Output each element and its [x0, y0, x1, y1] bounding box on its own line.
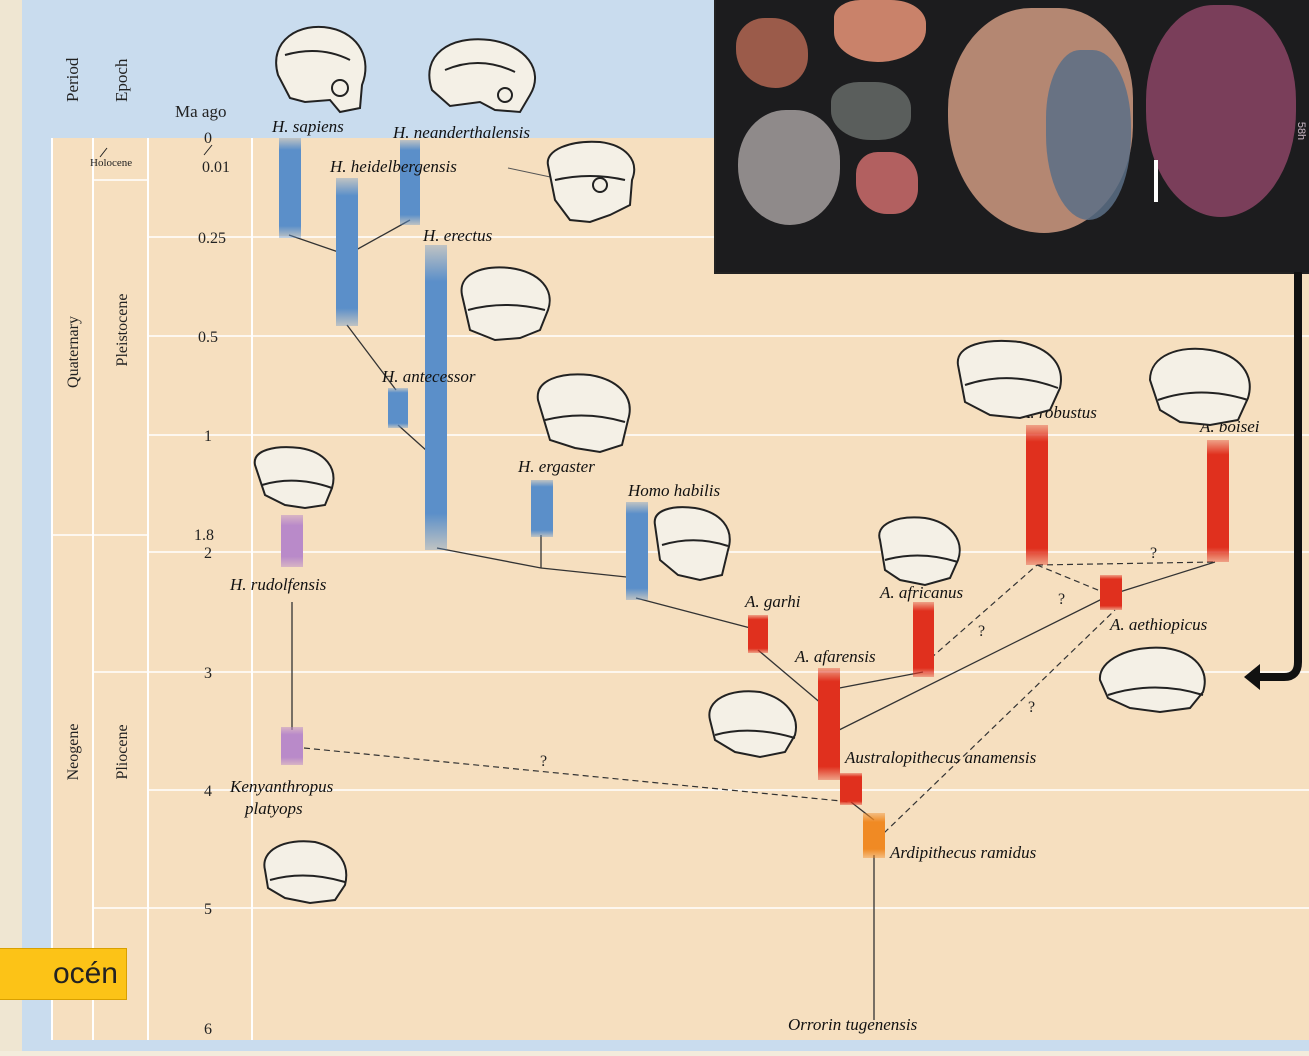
- question-mark: ?: [978, 623, 985, 640]
- label-neanderthalensis: H. neanderthalensis: [392, 123, 530, 142]
- hominin-phylogeny-diagram: Period Epoch Ma ago Quaternary Neogene H…: [51, 25, 1309, 1040]
- label-platyops: platyops: [244, 799, 303, 818]
- epoch-highlight-label: océn: [0, 948, 127, 1000]
- range-bar-afarensis: [818, 668, 840, 780]
- epoch-pliocene: Pliocene: [114, 724, 131, 779]
- label-erectus: H. erectus: [422, 226, 493, 245]
- range-bar-neanderthalensis: [400, 140, 420, 225]
- range-bar-boisei: [1207, 440, 1229, 562]
- time-axis: 0 0.01 0.25 0.5 1 1.8 2 3 4 5 6: [194, 130, 230, 1038]
- tick-label: 1.8: [194, 527, 214, 544]
- epoch-holocene: Holocene: [90, 157, 132, 169]
- skull-icon-afarensis: [708, 690, 797, 759]
- stone-tool: 58h: [1146, 5, 1307, 217]
- skull-icon-rudolfensis: [253, 446, 335, 510]
- label-garhi: A. garhi: [744, 592, 801, 611]
- label-habilis: Homo habilis: [627, 481, 720, 500]
- question-mark: ?: [540, 753, 547, 770]
- range-bar-ramidus: [863, 813, 885, 858]
- label-heidelbergensis: H. heidelbergensis: [329, 157, 457, 176]
- range-bar-aethiopicus: [1100, 575, 1122, 610]
- tick-label: 1: [204, 428, 212, 445]
- skull-icon-ergaster: [536, 373, 631, 454]
- skull-icon-neanderthalensis: [428, 38, 536, 114]
- label-antecessor: H. antecessor: [381, 367, 476, 386]
- skull-icon-sapiens: [275, 25, 367, 114]
- tick-label: 3: [204, 665, 212, 682]
- tick-label: 0.25: [198, 230, 226, 247]
- label-africanus: A. africanus: [879, 583, 963, 602]
- uncertainty-marks: ? ? ? ? ?: [540, 545, 1157, 770]
- range-bar-africanus: [913, 602, 934, 677]
- skull-icon-aethiopicus: [1098, 646, 1206, 714]
- range-bar-sapiens: [279, 138, 301, 238]
- stone-tool: [738, 110, 840, 225]
- tick-label: 0.01: [202, 159, 230, 176]
- tick-label: 5: [204, 901, 212, 918]
- holocene-pointer: [99, 147, 108, 158]
- range-bar-antecessor: [388, 388, 408, 428]
- skull-icon-habilis: [653, 506, 731, 582]
- epoch-pleistocene: Pleistocene: [114, 294, 131, 367]
- period-quaternary: Quaternary: [65, 316, 82, 388]
- epoch-header: Epoch: [112, 58, 131, 102]
- stone-tool: [1046, 50, 1131, 220]
- range-bar-habilis: [626, 502, 648, 600]
- label-ramidus: Ardipithecus ramidus: [889, 843, 1037, 862]
- label-anamensis: Australopithecus anamensis: [844, 748, 1037, 767]
- specimen-marking: 58h: [1294, 121, 1307, 141]
- period-header: Period: [63, 57, 82, 102]
- stone-tool: [856, 152, 918, 214]
- slide-margin: [0, 0, 22, 1051]
- range-bar-ergaster: [531, 480, 553, 537]
- question-mark: ?: [1028, 699, 1035, 716]
- skull-icon-boisei: [1148, 347, 1251, 427]
- question-mark: ?: [1150, 545, 1157, 562]
- range-bar-robustus: [1026, 425, 1048, 565]
- tick-label: 0: [204, 130, 212, 147]
- skull-icon-robustus: [956, 339, 1062, 420]
- label-orrorin: Orrorin tugenensis: [788, 1015, 918, 1034]
- skull-icon-erectus: [460, 266, 551, 342]
- label-kenyanthropus: Kenyanthropus: [229, 777, 334, 796]
- tick-label: 2: [204, 545, 212, 562]
- heidelbergensis-pointer: [507, 167, 556, 179]
- tick-label: 0.5: [198, 329, 218, 346]
- label-ergaster: H. ergaster: [517, 457, 595, 476]
- stone-tool: [831, 82, 911, 140]
- label-rudolfensis: H. rudolfensis: [229, 575, 327, 594]
- uncertain-links: [303, 561, 1216, 834]
- stone-tools-photo: 58h: [714, 0, 1309, 274]
- stone-tool: [736, 18, 808, 88]
- scale-bar: [1154, 160, 1158, 202]
- range-bar-erectus: [425, 245, 447, 550]
- range-bar-anamensis: [840, 773, 862, 805]
- range-bar-garhi: [748, 615, 768, 653]
- ma-ago-header: Ma ago: [175, 102, 226, 121]
- range-bar-heidelbergensis: [336, 178, 358, 326]
- tick-label: 4: [204, 783, 212, 800]
- range-bar-kenyanthropus: [281, 727, 303, 765]
- label-aethiopicus: A. aethiopicus: [1109, 615, 1208, 634]
- period-neogene: Neogene: [65, 724, 82, 781]
- timeline-plot-area: [52, 138, 1309, 1040]
- question-mark: ?: [1058, 591, 1065, 608]
- skull-icon-africanus: [878, 516, 961, 587]
- return-arrow-icon: [1244, 272, 1302, 690]
- species-labels: H. sapiens H. neanderthalensis H. heidel…: [229, 117, 1260, 1034]
- skull-icon-kenyanthropus: [263, 840, 348, 905]
- label-sapiens: H. sapiens: [271, 117, 344, 136]
- skull-illustrations: [253, 25, 1251, 905]
- label-afarensis: A. afarensis: [794, 647, 876, 666]
- tick-label: 6: [204, 1021, 212, 1038]
- range-bar-rudolfensis: [281, 515, 303, 567]
- stone-tool: [834, 0, 926, 62]
- skull-icon-heidelbergensis: [546, 140, 636, 224]
